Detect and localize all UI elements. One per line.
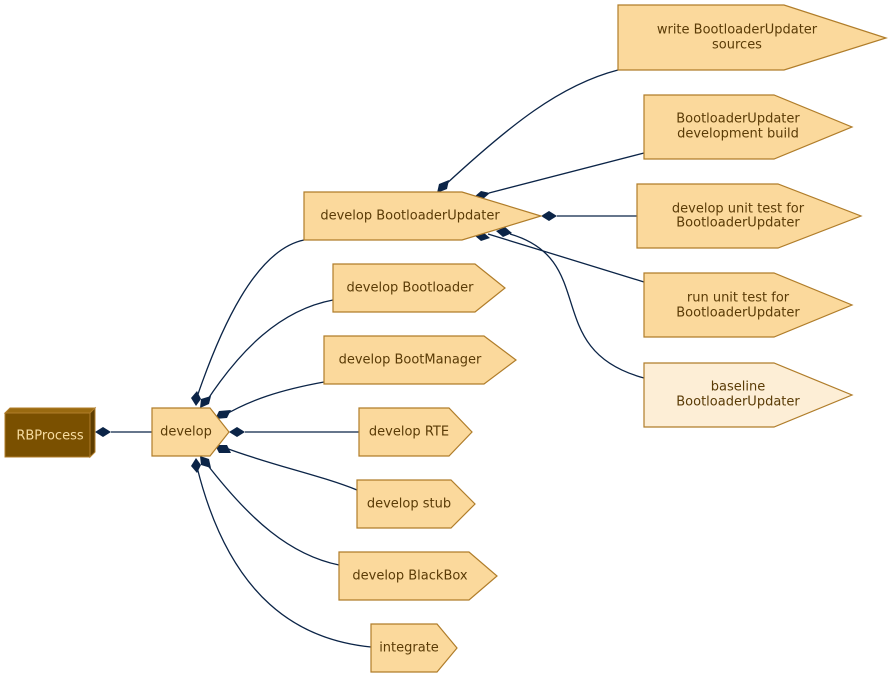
node-run-unit-test-line2: BootloaderUpdater (676, 306, 800, 321)
node-develop-unit-test-line1: develop unit test for (672, 202, 805, 217)
diamond-develop-stub (215, 445, 231, 453)
node-develop-rte[interactable]: develop RTE (358, 407, 473, 457)
node-develop-unit-test-line2: BootloaderUpdater (676, 216, 800, 231)
node-run-unit-test[interactable]: run unit test for BootloaderUpdater (643, 272, 854, 338)
node-baseline-line2: BootloaderUpdater (676, 395, 800, 410)
edge-develop-bootloader (205, 299, 334, 403)
node-write-sources-line2: sources (712, 38, 762, 53)
node-develop-label: develop (160, 425, 212, 440)
node-write-bootloaderupdater-sources[interactable]: write BootloaderUpdater sources (617, 4, 888, 71)
edge-bu-baseline (509, 233, 645, 379)
node-develop-bootmanager[interactable]: develop BootManager (323, 335, 517, 385)
node-baseline-bootloaderupdater[interactable]: baseline BootloaderUpdater (643, 362, 854, 428)
node-develop-rte-label: develop RTE (369, 425, 449, 440)
edge-bu-dev-build (488, 152, 645, 194)
node-develop-blackbox-label: develop BlackBox (352, 569, 468, 584)
diamond-develop-blackbox (200, 456, 211, 468)
edge-bu-run-unit-test (487, 233, 645, 283)
diamond-develop-bootloaderupdater (191, 391, 201, 406)
diamond-develop-bootmanager (215, 410, 231, 419)
node-dev-build-line1: BootloaderUpdater (676, 112, 800, 127)
node-rbprocess-label: RBProcess (16, 429, 83, 444)
edges (111, 69, 645, 648)
node-develop-bootloader-label: develop Bootloader (347, 281, 475, 296)
node-dev-build-line2: development build (677, 127, 799, 142)
node-integrate[interactable]: integrate (370, 623, 458, 673)
node-develop-stub-label: develop stub (367, 497, 451, 512)
diamond-bu-develop-unit-test (541, 211, 557, 221)
node-develop-bootloader[interactable]: develop Bootloader (332, 263, 506, 313)
edge-develop-integrate (196, 466, 372, 648)
node-write-sources-line1: write BootloaderUpdater (657, 23, 818, 38)
edge-develop-bootmanager (222, 381, 325, 417)
node-develop-bootloaderupdater-label: develop BootloaderUpdater (320, 209, 500, 224)
edge-develop-blackbox (205, 462, 340, 566)
node-develop-blackbox[interactable]: develop BlackBox (338, 551, 498, 601)
node-develop[interactable]: develop (151, 407, 230, 457)
diamond-rbprocess-develop (95, 427, 111, 437)
diamond-develop-integrate (191, 458, 201, 473)
node-develop-bootmanager-label: develop BootManager (339, 353, 482, 368)
node-bootloaderupdater-development-build[interactable]: BootloaderUpdater development build (643, 94, 854, 160)
diamond-develop-bootloader (200, 396, 211, 408)
edge-bu-write-sources (443, 69, 619, 187)
diamond-bu-write-sources (437, 180, 449, 193)
edge-develop-bootloaderupdater (196, 239, 305, 398)
node-develop-bootloaderupdater[interactable]: develop BootloaderUpdater (303, 191, 544, 241)
diamond-bu-baseline (496, 227, 512, 237)
node-integrate-label: integrate (379, 641, 439, 656)
node-baseline-line1: baseline (711, 380, 765, 395)
edge-develop-stub (222, 446, 358, 491)
diamond-develop-rte (229, 427, 245, 437)
node-develop-stub[interactable]: develop stub (356, 479, 476, 529)
node-run-unit-test-line1: run unit test for (687, 291, 790, 306)
node-develop-unit-test[interactable]: develop unit test for BootloaderUpdater (636, 183, 863, 249)
node-rbprocess[interactable]: RBProcess (3, 406, 97, 459)
